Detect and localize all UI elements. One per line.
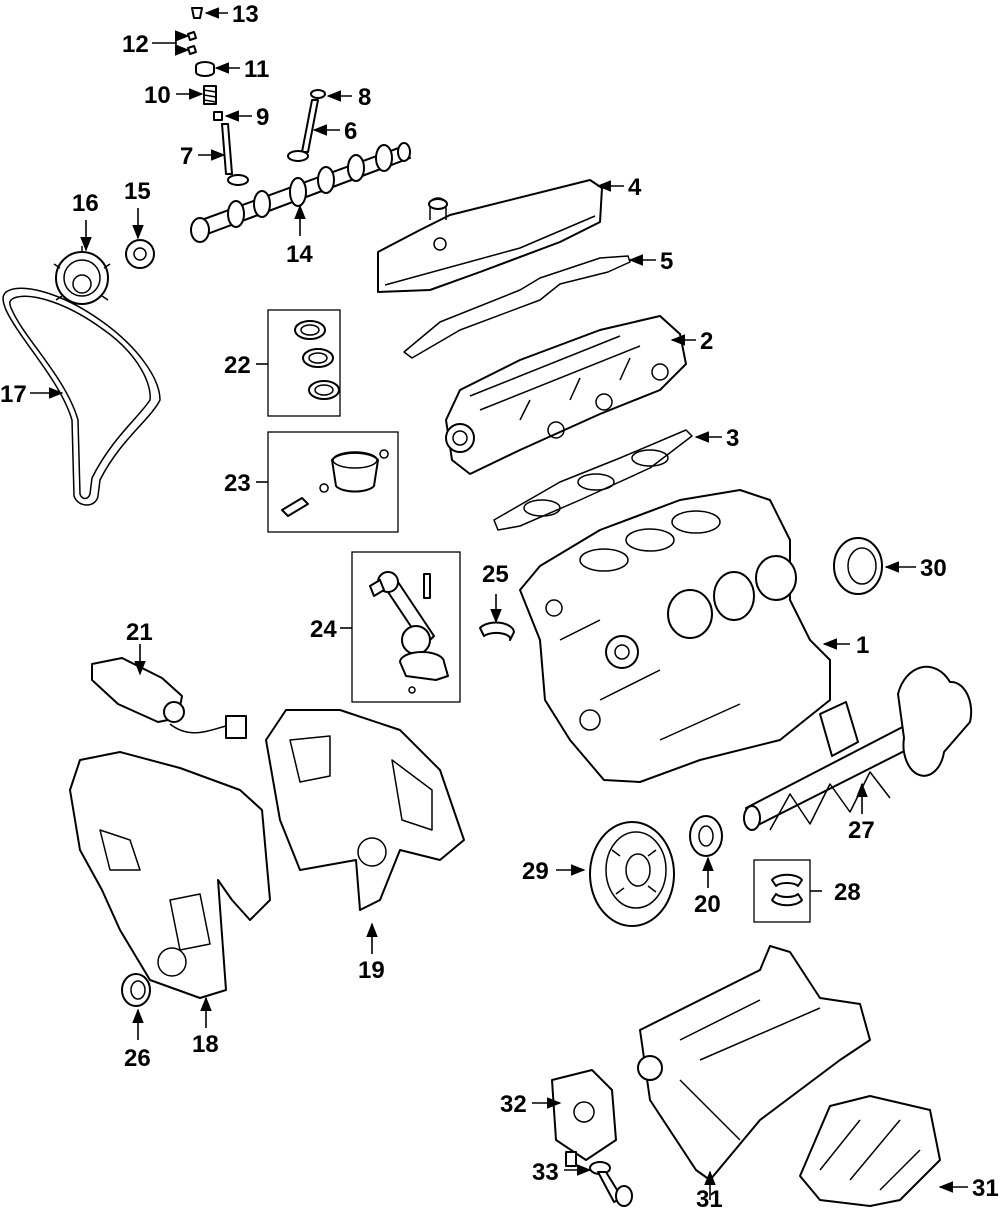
callout-31-lower-pan: 31 bbox=[972, 1175, 999, 1202]
callout-4: 4 bbox=[628, 174, 642, 201]
callout-27: 27 bbox=[848, 817, 875, 844]
callout-31-upper-pan: 31 bbox=[696, 1186, 723, 1208]
intake-valve-part bbox=[221, 123, 249, 186]
callout-6: 6 bbox=[344, 118, 357, 145]
callout-26: 26 bbox=[124, 1045, 151, 1072]
engine-block-part bbox=[519, 489, 831, 783]
callout-12: 12 bbox=[122, 31, 149, 58]
cylinder-head-part bbox=[445, 315, 687, 475]
main-bearing-part bbox=[753, 859, 811, 923]
lower-oil-pan-part bbox=[799, 1095, 941, 1207]
callout-7: 7 bbox=[180, 143, 193, 170]
idler-sprocket-part bbox=[125, 239, 155, 269]
valve-cover-part bbox=[377, 179, 603, 293]
callout-1: 1 bbox=[856, 632, 869, 659]
crankshaft-part bbox=[743, 665, 973, 831]
vvt-solenoid-part bbox=[91, 657, 247, 739]
callout-32: 32 bbox=[500, 1091, 527, 1118]
timing-chain-part bbox=[2, 287, 161, 506]
cam-sprocket-part bbox=[53, 246, 111, 305]
upper-oil-pan-part bbox=[637, 945, 871, 1181]
valve-collet-part bbox=[187, 31, 197, 55]
callout-20: 20 bbox=[694, 891, 721, 918]
callout-11: 11 bbox=[244, 56, 269, 83]
piston-rings-part bbox=[267, 309, 341, 417]
camshaft-part bbox=[190, 142, 411, 243]
callout-14: 14 bbox=[286, 241, 313, 268]
oil-pump-part bbox=[551, 1069, 617, 1167]
front-timing-cover-part bbox=[69, 751, 271, 999]
callout-24: 24 bbox=[310, 616, 337, 643]
crank-sprocket-part bbox=[689, 815, 723, 857]
callout-13: 13 bbox=[232, 1, 259, 28]
oil-pickup-part bbox=[589, 1161, 633, 1207]
exhaust-valve-part bbox=[287, 99, 319, 162]
rod-bearing-part bbox=[479, 621, 515, 641]
piston-part bbox=[267, 431, 399, 533]
spring-retainer-part bbox=[195, 61, 215, 77]
crankshaft-pulley-part bbox=[589, 821, 675, 927]
valve-stem-seal-part bbox=[213, 111, 223, 121]
callout-16: 16 bbox=[72, 190, 99, 217]
callout-22: 22 bbox=[224, 352, 251, 379]
rear-timing-cover-part bbox=[265, 709, 465, 911]
callout-8: 8 bbox=[358, 84, 371, 111]
callout-21: 21 bbox=[126, 619, 153, 646]
callout-3: 3 bbox=[726, 425, 739, 452]
front-crank-seal-part bbox=[121, 973, 151, 1007]
callout-23: 23 bbox=[224, 470, 251, 497]
valve-keeper-part bbox=[191, 7, 203, 19]
callout-17: 17 bbox=[0, 381, 27, 408]
valve-spring-part bbox=[203, 85, 217, 105]
callout-30: 30 bbox=[920, 555, 947, 582]
head-gasket-part bbox=[493, 429, 693, 531]
connecting-rod-part bbox=[351, 551, 461, 703]
leader-lines bbox=[30, 7, 968, 1200]
valve-shim-part bbox=[310, 89, 326, 99]
rear-main-seal-part bbox=[833, 537, 883, 595]
callout-18: 18 bbox=[192, 1031, 219, 1058]
callout-9: 9 bbox=[256, 104, 269, 131]
callout-10: 10 bbox=[144, 82, 171, 109]
callout-15: 15 bbox=[124, 178, 151, 205]
callout-28: 28 bbox=[834, 879, 861, 906]
callout-5: 5 bbox=[660, 248, 673, 275]
callout-33: 33 bbox=[532, 1159, 559, 1186]
callout-19: 19 bbox=[358, 957, 385, 984]
callout-25: 25 bbox=[482, 561, 509, 588]
callout-29: 29 bbox=[522, 858, 549, 885]
callout-2: 2 bbox=[700, 328, 713, 355]
